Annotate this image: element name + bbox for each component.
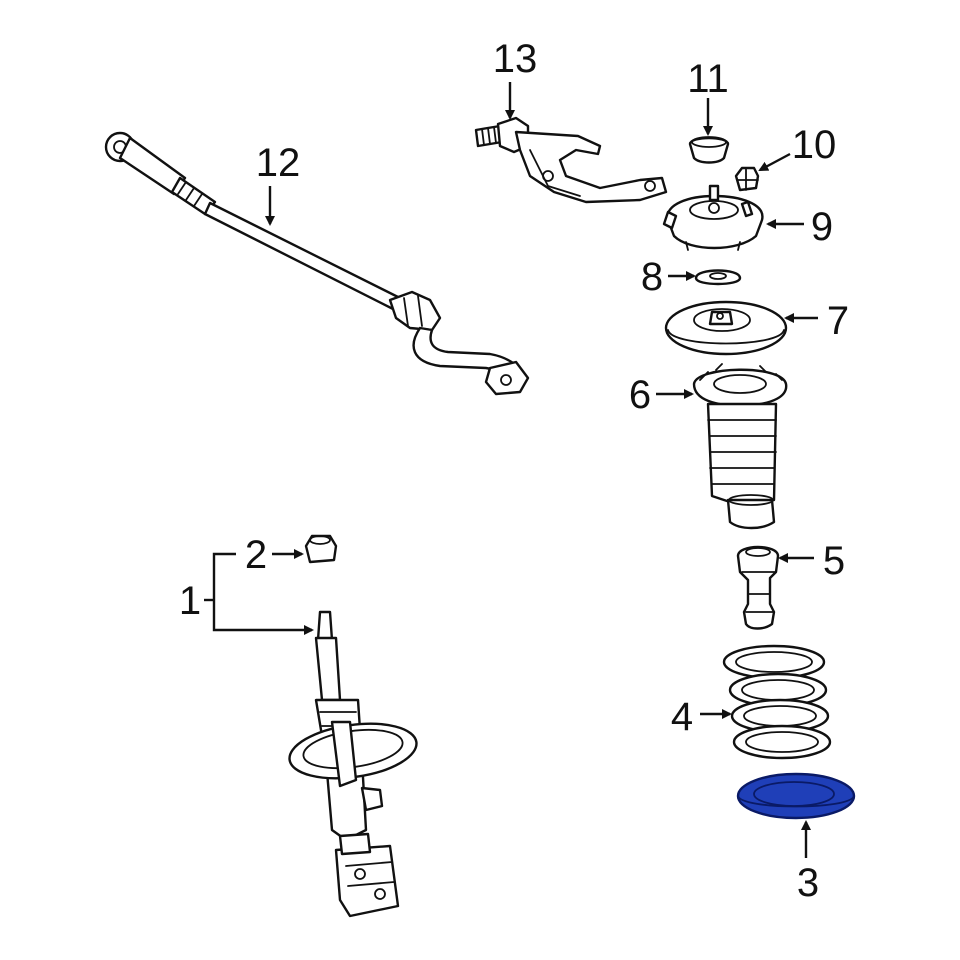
callout-8: 8 (641, 255, 663, 299)
callout-1: 1 (179, 579, 201, 623)
leader-1-bracket (212, 552, 314, 635)
callout-4: 4 (671, 695, 693, 739)
callout-2: 2 (245, 533, 267, 577)
part-10-nut[interactable] (734, 166, 760, 192)
callout-11: 11 (687, 57, 729, 101)
callout-10: 10 (792, 123, 837, 167)
part-7-spring-seat[interactable] (664, 300, 788, 356)
part-1-strut-assembly[interactable] (286, 610, 420, 918)
part-12-stabilizer-bar[interactable] (104, 131, 530, 396)
part-6-dust-boot[interactable] (692, 363, 788, 530)
callout-6: 6 (629, 373, 651, 417)
callout-12: 12 (256, 141, 301, 185)
part-9-strut-mount[interactable] (662, 184, 764, 251)
part-5-bump-stop[interactable] (736, 545, 780, 630)
part-13-upper-arm[interactable] (474, 116, 668, 204)
callout-9: 9 (811, 205, 833, 249)
leader-10 (758, 152, 791, 172)
part-11-mount-cap[interactable] (688, 136, 730, 164)
callout-5: 5 (823, 539, 845, 583)
callout-3: 3 (797, 861, 819, 905)
part-8-bearing[interactable] (694, 269, 742, 286)
part-2-nut[interactable] (304, 534, 338, 564)
callout-13: 13 (493, 37, 538, 81)
part-3-spring-insulator-highlighted[interactable] (736, 772, 856, 820)
part-4-coil-spring[interactable] (722, 644, 832, 760)
callout-7: 7 (827, 299, 849, 343)
